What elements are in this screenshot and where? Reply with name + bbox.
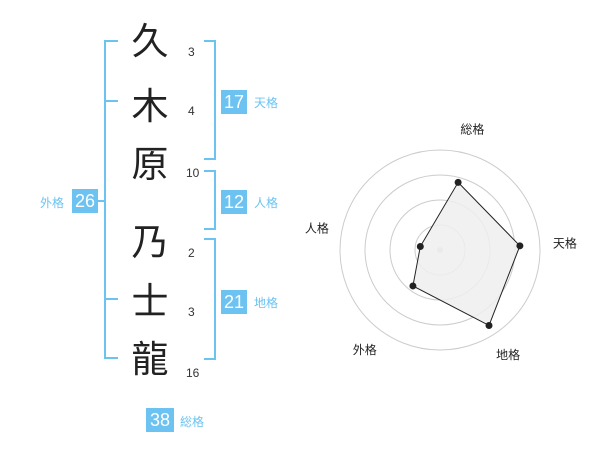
stroke-count-4: 2 <box>188 246 195 260</box>
radar-point-5 <box>416 243 424 251</box>
radar-ring-4 <box>339 149 541 351</box>
radar-point-2 <box>516 242 524 250</box>
radar-axis-label: 人格 <box>305 220 329 235</box>
gaikaku-value: 26 <box>72 189 98 213</box>
stroke-count-3: 10 <box>186 166 200 180</box>
stroke-count-6: 16 <box>186 366 200 380</box>
soukaku-label: 総格 <box>180 415 205 429</box>
name-char-1: 久 <box>131 20 169 63</box>
chikaku-label: 地格 <box>254 296 279 310</box>
tenkaku-label: 天格 <box>254 96 279 110</box>
gaikaku-label: 外格 <box>40 196 65 210</box>
radar-axis-label: 外格 <box>353 342 377 357</box>
name-char-4: 乃 <box>131 221 169 264</box>
name-char-6: 龍 <box>131 338 169 381</box>
jinkaku-value: 12 <box>221 190 247 214</box>
stroke-count-1: 3 <box>188 45 195 59</box>
radar-axis-label: 総格 <box>460 121 484 136</box>
name-char-5: 士 <box>131 280 169 323</box>
stroke-count-5: 3 <box>188 305 195 319</box>
name-char-2: 木 <box>131 85 169 128</box>
radar-point-1 <box>454 178 462 186</box>
radar-polygon <box>412 181 521 327</box>
tenkaku-value: 17 <box>221 90 247 114</box>
chikaku-value: 21 <box>221 290 247 314</box>
radar-axis-label: 天格 <box>553 235 577 250</box>
radar-axis-label: 地格 <box>496 347 520 362</box>
stroke-count-2: 4 <box>188 104 195 118</box>
radar-shape <box>409 178 524 329</box>
radar-point-3 <box>485 321 493 329</box>
name-char-3: 原 <box>131 143 169 186</box>
radar-point-4 <box>409 282 417 290</box>
jinkaku-label: 人格 <box>254 196 279 210</box>
soukaku-value: 38 <box>146 408 174 432</box>
